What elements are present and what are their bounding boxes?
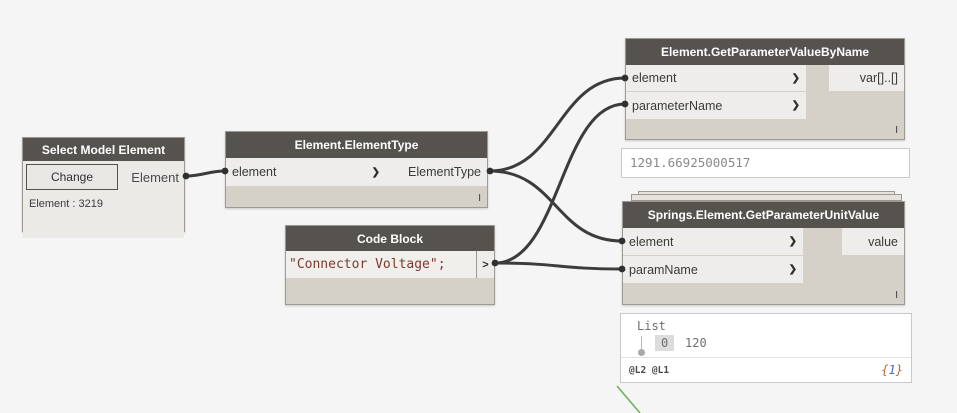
- wire-green-offscreen[interactable]: [616, 385, 641, 413]
- output-port-element[interactable]: Element: [131, 169, 179, 185]
- lacing-indicator-icon[interactable]: I: [895, 290, 898, 301]
- change-button[interactable]: Change: [26, 164, 118, 190]
- output-port-label: var[]..[]: [859, 71, 898, 85]
- chevron-right-icon: ❯: [791, 72, 800, 84]
- list-root-label: List: [637, 319, 666, 333]
- chevron-right-icon: ❯: [371, 166, 380, 178]
- input-port-parametername[interactable]: parameterName ❯: [626, 92, 806, 119]
- chevron-right-icon: ❯: [788, 264, 797, 275]
- lacing-indicator-icon[interactable]: I: [478, 193, 481, 204]
- stacked-preview-edge: [631, 194, 902, 201]
- input-port-element[interactable]: element ❯: [623, 228, 803, 255]
- value-preview-bubble[interactable]: 1291.66925000517: [621, 148, 910, 178]
- input-port-label: element: [629, 234, 674, 249]
- output-port-code[interactable]: >: [476, 251, 494, 278]
- node-title-element-elementtype[interactable]: Element.ElementType: [226, 132, 487, 158]
- list-preview-bubble[interactable]: List 0 120 @L2 @L1 {1}: [620, 313, 912, 383]
- lacing-levels-label: @L2 @L1: [629, 364, 670, 376]
- output-port-value[interactable]: value: [842, 228, 904, 255]
- selection-text: Element : 3219: [23, 193, 184, 238]
- count-number: 1: [888, 363, 896, 377]
- count-close-brace: }: [895, 363, 903, 377]
- lacing-indicator-icon[interactable]: I: [895, 125, 898, 136]
- wire-codeblock-to-unitvalue-paramname[interactable]: [493, 261, 624, 271]
- list-index-badge[interactable]: 0: [655, 335, 675, 351]
- tree-node-dot-icon: [638, 349, 645, 356]
- node-element-elementtype[interactable]: Element.ElementType element ❯ ElementTyp…: [225, 131, 488, 208]
- node-get-parameter-value-by-name[interactable]: Element.GetParameterValueByName element …: [625, 38, 905, 140]
- code-block-editor[interactable]: "Connector Voltage";: [286, 251, 476, 278]
- input-port-label: element: [632, 71, 677, 85]
- node-title-select-model-element[interactable]: Select Model Element: [23, 138, 184, 161]
- input-port-element[interactable]: element ❯: [226, 158, 386, 186]
- output-port-label: value: [868, 234, 898, 249]
- node-title-get-parameter-value-by-name[interactable]: Element.GetParameterValueByName: [626, 39, 904, 65]
- list-item-value: 120: [685, 336, 707, 350]
- count-open-brace: {: [881, 363, 889, 377]
- input-port-label: paramName: [629, 262, 698, 277]
- preview-value: 1291.66925000517: [630, 155, 751, 170]
- input-port-paramname[interactable]: paramName ❯: [623, 256, 803, 283]
- input-port-label: element: [232, 165, 277, 179]
- output-port-var[interactable]: var[]..[]: [829, 65, 904, 91]
- preview-footer: @L2 @L1 {1}: [621, 357, 911, 382]
- output-port-elementtype[interactable]: ElementType: [381, 158, 487, 186]
- tree-guide-line: [641, 336, 642, 349]
- select-node-row: Change Element: [23, 161, 184, 193]
- chevron-right-icon: ❯: [788, 236, 797, 247]
- node-code-block[interactable]: Code Block "Connector Voltage"; >: [285, 225, 495, 305]
- output-port-label: ElementType: [408, 165, 481, 179]
- node-title-code-block[interactable]: Code Block: [286, 226, 494, 251]
- list-count-badge: {1}: [881, 363, 903, 377]
- wire-codeblock-to-getparamvalue-parametername[interactable]: [493, 102, 627, 265]
- node-select-model-element[interactable]: Select Model Element Change Element Elem…: [22, 137, 185, 238]
- chevron-right-icon: ❯: [791, 100, 800, 111]
- wire-elementtype-to-getparamvalue-element[interactable]: [488, 76, 627, 173]
- input-port-element[interactable]: element ❯: [626, 65, 806, 91]
- node-get-parameter-unit-value[interactable]: Springs.Element.GetParameterUnitValue el…: [622, 201, 905, 305]
- wire-elementtype-to-unitvalue-element[interactable]: [488, 169, 624, 243]
- input-port-label: parameterName: [632, 98, 723, 113]
- wire-select-to-elementtype[interactable]: [184, 169, 227, 178]
- node-title-get-parameter-unit-value[interactable]: Springs.Element.GetParameterUnitValue: [623, 202, 904, 228]
